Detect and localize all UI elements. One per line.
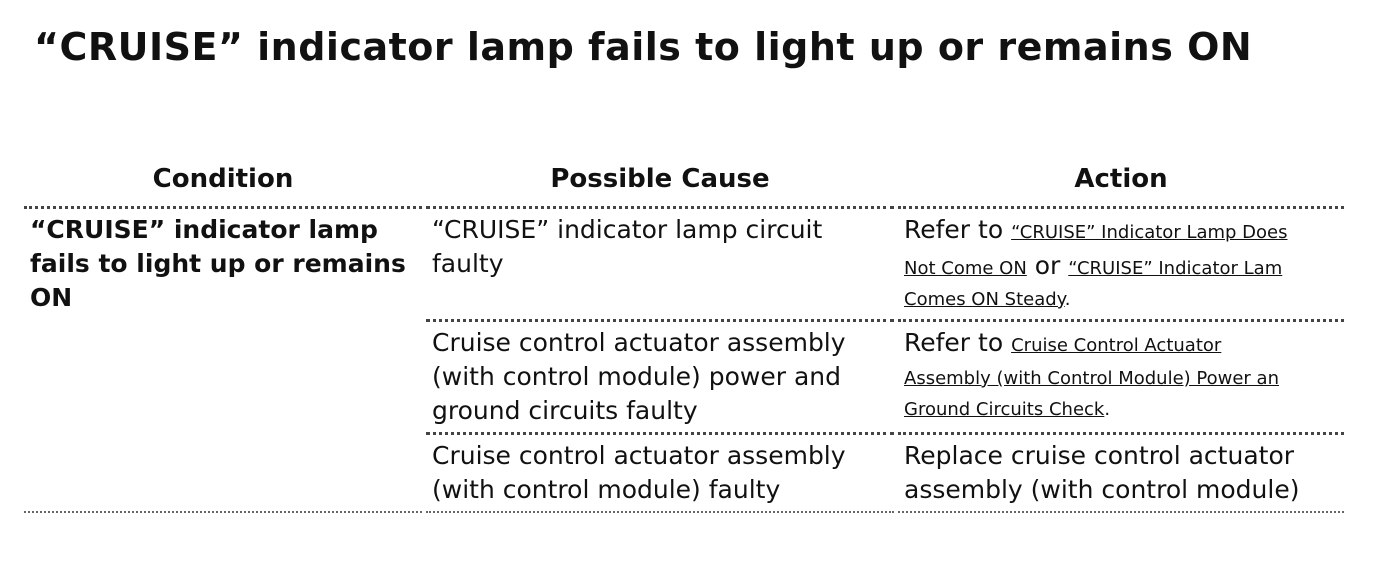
cause-cell: “CRUISE” indicator lamp circuit faulty xyxy=(426,209,894,322)
link-lamp-comes-on-steady-cont[interactable]: Comes ON Steady xyxy=(904,289,1065,310)
link-lamp-does-not-come-on-cont[interactable]: Not Come ON xyxy=(904,258,1027,279)
table-header-row: Condition Possible Cause Action xyxy=(24,154,1344,209)
action-cell: Refer to “CRUISE” Indicator Lamp Does No… xyxy=(898,209,1344,322)
action-text: . xyxy=(1064,289,1071,310)
link-lamp-does-not-come-on[interactable]: “CRUISE” Indicator Lamp Does xyxy=(1011,222,1288,243)
action-text: Replace cruise control actuator xyxy=(904,441,1295,470)
table-row: Cruise control actuator assembly (with c… xyxy=(24,322,1344,435)
action-cell: Refer to Cruise Control Actuator Assembl… xyxy=(898,322,1344,435)
link-actuator-power-ground-check-end[interactable]: Ground Circuits Check xyxy=(904,399,1105,420)
action-text: Refer to xyxy=(904,215,1012,244)
diagnosis-table: Condition Possible Cause Action “CRUISE”… xyxy=(20,154,1348,513)
condition-cell: “CRUISE” indicator lamp fails to light u… xyxy=(24,209,422,513)
action-text: or xyxy=(1026,251,1069,280)
table-row: “CRUISE” indicator lamp fails to light u… xyxy=(24,209,1344,513)
link-lamp-comes-on-steady[interactable]: “CRUISE” Indicator Lam xyxy=(1068,258,1283,279)
cause-cell: Cruise control actuator assembly (with c… xyxy=(426,322,894,435)
link-actuator-power-ground-check-cont[interactable]: Assembly (with Control Module) Power an xyxy=(904,368,1279,389)
header-possible-cause: Possible Cause xyxy=(426,154,894,209)
action-text: . xyxy=(1104,399,1111,420)
link-actuator-power-ground-check[interactable]: Cruise Control Actuator xyxy=(1011,335,1222,356)
action-text: assembly (with control module) xyxy=(904,475,1300,504)
action-cell: Replace cruise control actuator assembly… xyxy=(898,435,1344,513)
header-action: Action xyxy=(898,154,1344,209)
action-text: Refer to xyxy=(904,328,1012,357)
table-row: Cruise control actuator assembly (with c… xyxy=(24,435,1344,513)
cause-cell: Cruise control actuator assembly (with c… xyxy=(426,435,894,513)
page-title: “CRUISE” indicator lamp fails to light u… xyxy=(34,25,1253,69)
header-condition: Condition xyxy=(24,154,422,209)
